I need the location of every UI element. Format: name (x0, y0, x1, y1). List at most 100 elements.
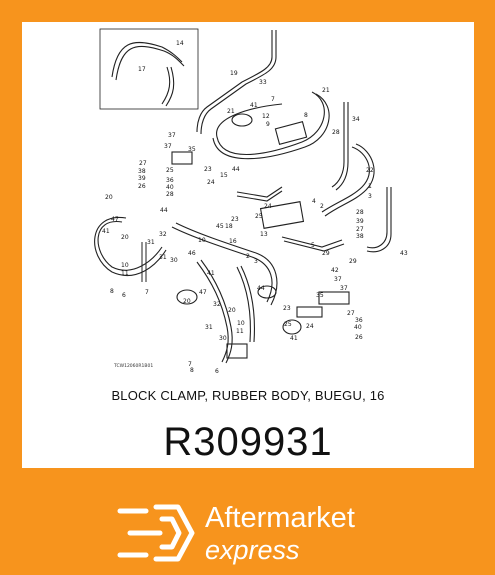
svg-text:39: 39 (356, 218, 364, 225)
svg-text:6: 6 (215, 368, 219, 375)
svg-text:8: 8 (304, 112, 308, 119)
svg-text:36: 36 (166, 177, 174, 184)
svg-text:30: 30 (170, 257, 178, 264)
svg-text:10: 10 (237, 320, 245, 327)
svg-text:9: 9 (266, 121, 270, 128)
svg-text:31: 31 (159, 254, 167, 261)
svg-text:40: 40 (354, 324, 362, 331)
svg-text:31: 31 (205, 324, 213, 331)
svg-text:24: 24 (207, 179, 215, 186)
svg-text:27: 27 (139, 160, 147, 167)
svg-text:10: 10 (198, 237, 206, 244)
svg-text:4: 4 (312, 198, 316, 205)
svg-text:17: 17 (138, 66, 146, 73)
svg-text:24: 24 (264, 203, 272, 210)
svg-text:18: 18 (225, 223, 233, 230)
diagram-code: TCW12060R1B01 (113, 363, 153, 369)
svg-text:27: 27 (356, 226, 364, 233)
svg-text:22: 22 (366, 167, 374, 174)
svg-text:14: 14 (176, 40, 184, 47)
svg-text:39: 39 (138, 175, 146, 182)
svg-text:46: 46 (188, 250, 196, 257)
svg-text:41: 41 (250, 102, 258, 109)
svg-text:30: 30 (219, 335, 227, 342)
svg-text:38: 38 (356, 233, 364, 240)
svg-text:37: 37 (164, 143, 172, 150)
svg-text:19: 19 (230, 70, 238, 77)
svg-text:8: 8 (110, 288, 114, 295)
svg-text:38: 38 (138, 168, 146, 175)
svg-text:13: 13 (260, 231, 268, 238)
svg-text:10: 10 (121, 262, 129, 269)
svg-text:36: 36 (355, 317, 363, 324)
svg-text:41: 41 (102, 228, 110, 235)
svg-text:12: 12 (262, 113, 270, 120)
svg-text:23: 23 (231, 216, 239, 223)
svg-text:29: 29 (349, 258, 357, 265)
svg-text:28: 28 (356, 209, 364, 216)
svg-text:11: 11 (236, 328, 244, 335)
svg-text:33: 33 (259, 79, 267, 86)
svg-text:20: 20 (183, 298, 191, 305)
svg-text:41: 41 (290, 335, 298, 342)
svg-text:35: 35 (188, 146, 196, 153)
svg-text:32: 32 (213, 301, 221, 308)
svg-text:44: 44 (160, 207, 168, 214)
svg-text:29: 29 (322, 250, 330, 257)
svg-text:11: 11 (121, 270, 129, 277)
svg-text:32: 32 (159, 231, 167, 238)
svg-text:21: 21 (322, 87, 330, 94)
svg-text:47: 47 (199, 289, 207, 296)
svg-text:3: 3 (368, 193, 372, 200)
svg-text:28: 28 (166, 191, 174, 198)
svg-text:42: 42 (331, 267, 339, 274)
svg-text:43: 43 (400, 250, 408, 257)
svg-text:45: 45 (216, 223, 224, 230)
svg-text:3: 3 (254, 258, 258, 265)
svg-text:44: 44 (232, 166, 240, 173)
svg-text:7: 7 (188, 361, 192, 368)
svg-text:5: 5 (311, 242, 315, 249)
svg-text:28: 28 (332, 129, 340, 136)
svg-text:20: 20 (228, 307, 236, 314)
svg-text:7: 7 (145, 289, 149, 296)
svg-text:26: 26 (355, 334, 363, 341)
svg-text:34: 34 (352, 116, 360, 123)
svg-text:41: 41 (207, 270, 215, 277)
svg-text:23: 23 (204, 166, 212, 173)
svg-text:25: 25 (284, 321, 292, 328)
svg-text:26: 26 (138, 183, 146, 190)
product-card: 14 17 19 33 21 7 41 21 12 9 8 34 37 37 3… (22, 22, 474, 468)
brand-name-line2: express (205, 535, 300, 565)
svg-text:31: 31 (147, 239, 155, 246)
svg-text:37: 37 (340, 285, 348, 292)
svg-text:24: 24 (306, 323, 314, 330)
svg-text:25: 25 (166, 167, 174, 174)
brand-footer: Aftermarket express (0, 468, 495, 575)
inset-box (99, 28, 199, 110)
svg-text:25: 25 (255, 213, 263, 220)
part-number: R309931 (163, 420, 333, 464)
svg-text:2: 2 (320, 203, 324, 210)
arrow-e-logo-icon (117, 504, 195, 562)
brand-name-line1: Aftermarket (205, 502, 355, 534)
svg-text:7: 7 (271, 96, 275, 103)
svg-text:37: 37 (334, 276, 342, 283)
svg-text:35: 35 (316, 292, 324, 299)
svg-text:15: 15 (220, 172, 228, 179)
svg-text:20: 20 (121, 234, 129, 241)
svg-text:47: 47 (111, 216, 119, 223)
part-caption: BLOCK CLAMP, RUBBER BODY, BUEGU, 16 (111, 388, 385, 403)
svg-text:37: 37 (168, 132, 176, 139)
svg-text:23: 23 (283, 305, 291, 312)
svg-text:40: 40 (166, 184, 174, 191)
svg-text:16: 16 (229, 238, 237, 245)
svg-text:8: 8 (190, 367, 194, 374)
svg-text:27: 27 (347, 310, 355, 317)
svg-text:20: 20 (105, 194, 113, 201)
svg-text:21: 21 (227, 108, 235, 115)
hydraulic-lines-diagram: 14 17 19 33 21 7 41 21 12 9 8 34 37 37 3… (94, 28, 408, 375)
svg-text:1: 1 (368, 183, 372, 190)
svg-text:44: 44 (257, 285, 265, 292)
svg-text:6: 6 (122, 292, 126, 299)
